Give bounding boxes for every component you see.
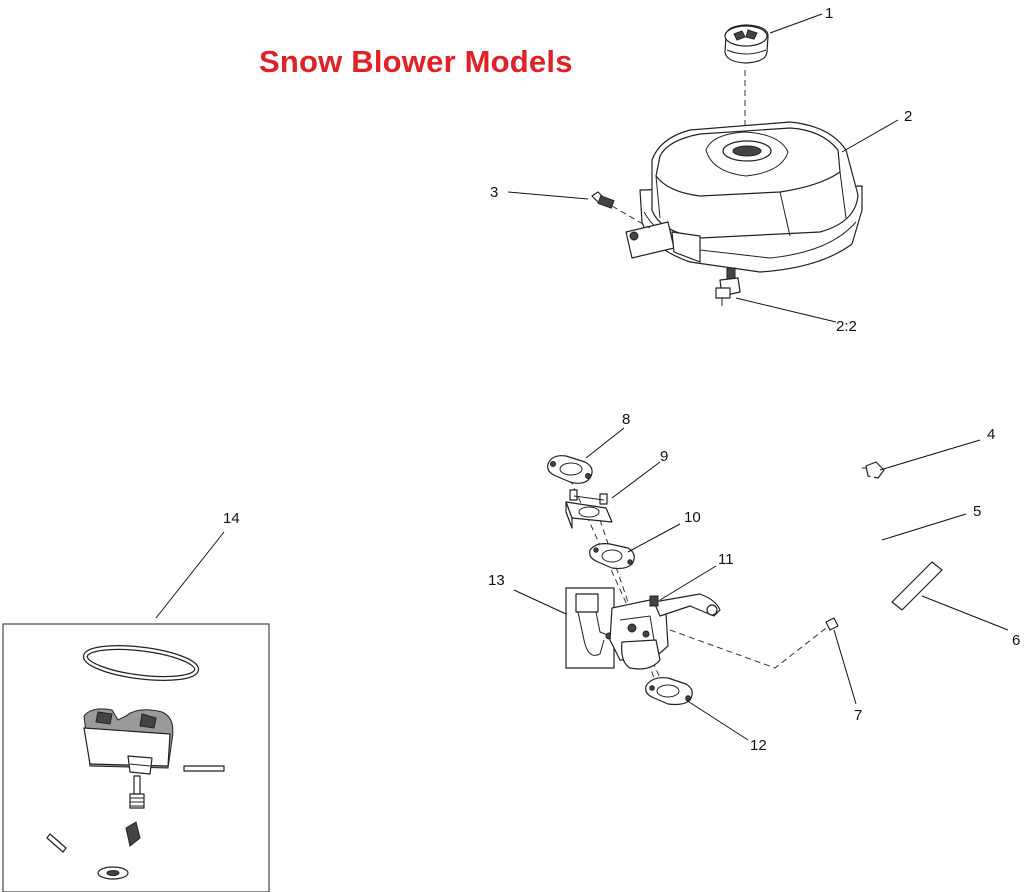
small-pin[interactable] [46, 833, 67, 853]
needle-spring-stack[interactable] [125, 775, 145, 847]
float-pin[interactable] [183, 765, 225, 772]
fuel-fitting-4[interactable] [862, 461, 885, 479]
callout-7: 7 [854, 707, 862, 724]
leader-3 [507, 191, 589, 200]
kit-14-frame [2, 623, 270, 892]
leader-9 [611, 461, 661, 499]
callout-8: 8 [622, 411, 630, 428]
leader-7 [833, 629, 857, 705]
leader-2-2 [735, 297, 837, 323]
callout-9: 9 [660, 448, 668, 465]
callout-5: 5 [973, 503, 981, 520]
bolt-axis-line [611, 205, 651, 229]
insulator-9[interactable] [565, 489, 613, 529]
leader-4 [879, 439, 981, 471]
leader-2 [841, 119, 899, 153]
fuel-route-line [669, 624, 831, 669]
fuel-hose-5[interactable] [845, 475, 880, 615]
leader-5 [881, 513, 967, 541]
carburetor-11[interactable] [609, 593, 721, 670]
foam-strip-6[interactable] [891, 561, 943, 611]
gasket-8[interactable] [547, 455, 593, 484]
fuel-cap[interactable] [724, 24, 769, 64]
hose-clamp-7[interactable] [825, 617, 839, 631]
leader-10 [627, 523, 681, 553]
float-bowl-assembly[interactable] [83, 708, 174, 775]
leader-14 [155, 531, 225, 619]
callout-3: 3 [490, 184, 498, 201]
fuel-valve[interactable] [715, 267, 741, 306]
callout-4: 4 [987, 426, 995, 443]
gasket-12[interactable] [645, 677, 693, 706]
callout-2-2: 2:2 [836, 318, 857, 335]
gasket-10[interactable] [589, 543, 635, 570]
tank-bolt[interactable] [591, 191, 615, 209]
leader-6 [921, 595, 1009, 631]
leader-11 [659, 565, 717, 601]
diagram-title: Snow Blower Models [259, 44, 573, 79]
leader-13 [513, 589, 567, 615]
callout-11: 11 [718, 551, 734, 568]
fuel-tank[interactable] [625, 121, 863, 273]
callout-14: 14 [223, 510, 240, 527]
callout-13: 13 [488, 572, 505, 589]
callout-10: 10 [684, 509, 701, 526]
callout-12: 12 [750, 737, 767, 754]
callout-2: 2 [904, 108, 912, 125]
bowl-gasket-ring[interactable] [82, 642, 200, 683]
callout-6: 6 [1012, 632, 1020, 649]
leader-8 [585, 427, 625, 459]
solenoid-kit-13[interactable] [565, 587, 615, 669]
washer[interactable] [97, 866, 129, 880]
leader-1 [769, 13, 823, 34]
leader-12 [685, 699, 749, 741]
callout-1: 1 [825, 5, 833, 22]
